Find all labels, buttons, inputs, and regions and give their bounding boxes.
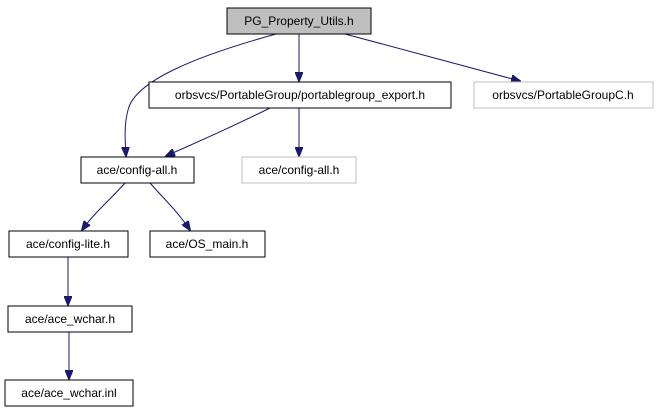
node-label: ace/config-all.h xyxy=(97,163,178,177)
node-pg-property-utils[interactable]: PG_Property_Utils.h xyxy=(226,7,372,35)
node-ace-wchar-inl[interactable]: ace/ace_wchar.inl xyxy=(4,379,134,407)
edge-pg-to-config-all xyxy=(125,33,277,156)
node-label: orbsvcs/PortableGroupC.h xyxy=(492,88,633,102)
node-label: ace/ace_wchar.inl xyxy=(21,386,116,400)
node-os-main[interactable]: ace/OS_main.h xyxy=(149,230,266,258)
node-config-all[interactable]: ace/config-all.h xyxy=(80,156,195,184)
edge-config-all-to-os-main xyxy=(149,182,190,230)
node-portablegroupc[interactable]: orbsvcs/PortableGroupC.h xyxy=(473,81,654,109)
node-label: PG_Property_Utils.h xyxy=(244,14,353,28)
node-label: ace/OS_main.h xyxy=(166,237,249,251)
node-portablegroup-export[interactable]: orbsvcs/PortableGroup/portablegroup_expo… xyxy=(148,81,452,109)
node-config-all-external[interactable]: ace/config-all.h xyxy=(241,156,357,184)
node-label: ace/config-lite.h xyxy=(26,237,110,251)
edge-config-all-to-config-lite xyxy=(82,182,126,230)
edge-portablegroup-export-to-config-all xyxy=(166,107,271,156)
node-config-lite[interactable]: ace/config-lite.h xyxy=(8,230,129,258)
node-label: ace/config-all.h xyxy=(259,163,340,177)
node-label: ace/ace_wchar.h xyxy=(25,312,115,326)
edge-pg-to-portablegroupc xyxy=(344,33,520,81)
node-label: orbsvcs/PortableGroup/portablegroup_expo… xyxy=(175,88,425,102)
node-ace-wchar[interactable]: ace/ace_wchar.h xyxy=(7,305,133,333)
